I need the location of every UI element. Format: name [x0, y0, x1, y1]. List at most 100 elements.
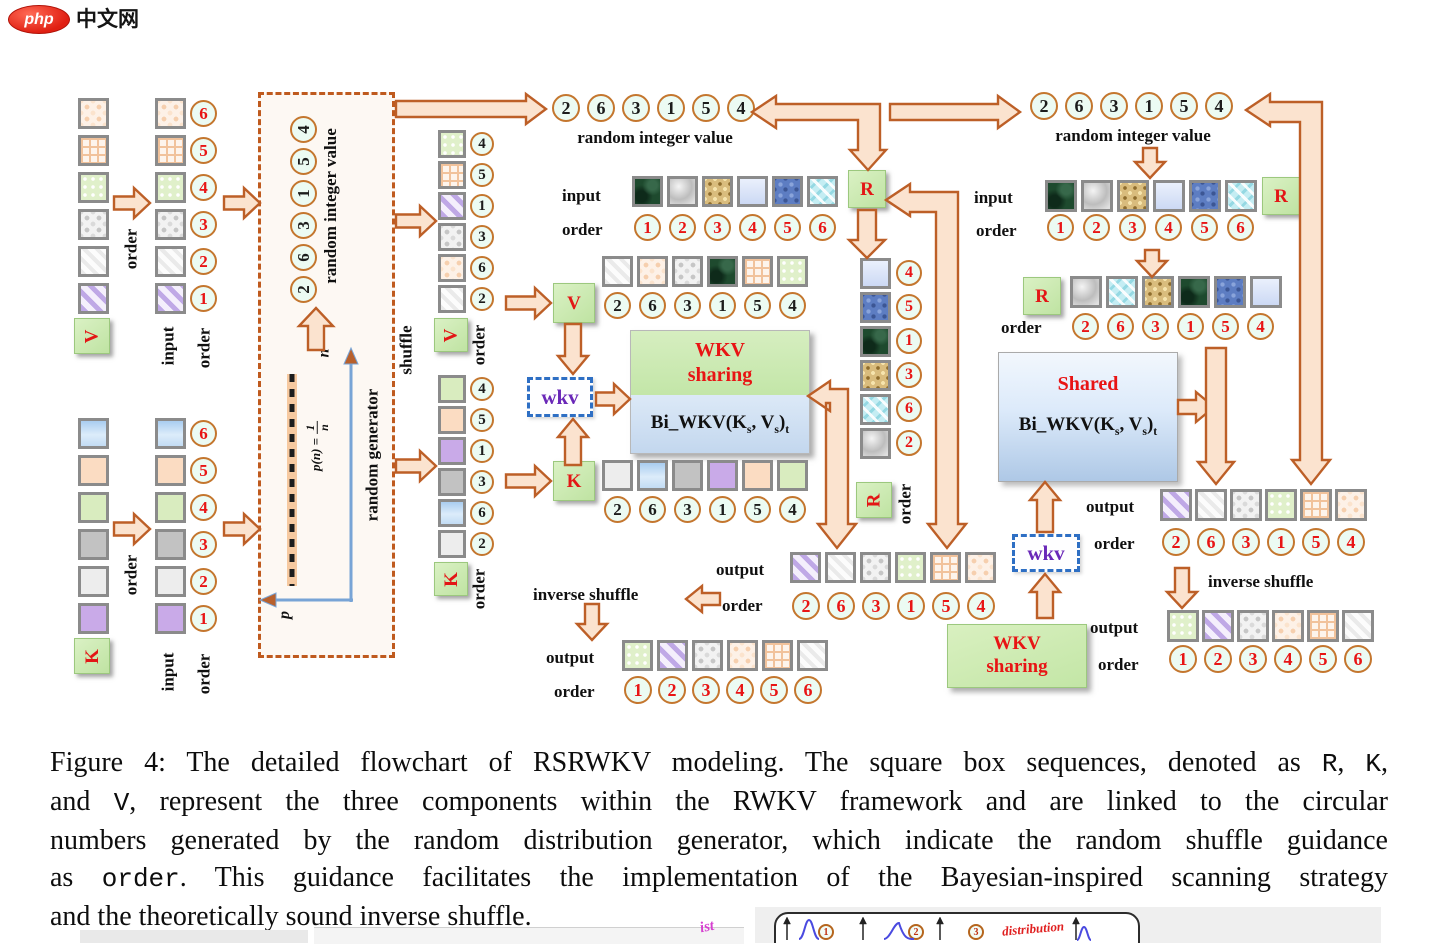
- order-number: 1: [896, 328, 922, 354]
- caption-line: as order. This guidance facilitates the …: [50, 862, 1388, 894]
- seq-square-v-peach: [438, 254, 466, 282]
- p-axis-label: p: [276, 611, 293, 619]
- k-label-box: K: [434, 562, 468, 596]
- order-number: 6: [794, 676, 822, 704]
- seq-square-k-gray: [438, 468, 466, 496]
- order-number: 2: [470, 532, 494, 556]
- order-number: 6: [470, 501, 494, 525]
- r-label-box: R: [1023, 277, 1061, 315]
- seq-square-v-grid: [1300, 489, 1332, 521]
- seq-square-r-pale: [860, 258, 891, 289]
- seq-square-v-white: [602, 256, 633, 287]
- seq-square-r-cyan: [1225, 180, 1257, 212]
- order-number: 6: [827, 592, 855, 620]
- order-label: order: [194, 327, 213, 369]
- php-logo[interactable]: php: [8, 5, 70, 34]
- order-number: 6: [1065, 92, 1093, 120]
- mini-circled-3: 3: [968, 924, 984, 940]
- order-number: 1: [634, 214, 661, 241]
- order-number: 1: [1267, 528, 1295, 556]
- order-number: 1: [190, 285, 217, 312]
- r-label-box: R: [1262, 177, 1300, 215]
- seq-square-r-gold: [702, 176, 733, 207]
- order-number: 1: [470, 439, 494, 463]
- seq-square-v-gray: [155, 209, 186, 240]
- order-number: 5: [760, 676, 788, 704]
- seq-square-k-green: [78, 492, 109, 523]
- seq-square-r-gold: [860, 360, 891, 391]
- r-letter: R: [860, 178, 874, 200]
- seq-square-v-gray: [672, 256, 703, 287]
- frac-denominator: n: [316, 421, 331, 434]
- seq-square-v-green: [1265, 489, 1297, 521]
- order-number: 3: [692, 676, 720, 704]
- seq-square-v-green: [438, 130, 466, 158]
- seq-square-r-cyan: [860, 394, 891, 425]
- inverse-shuffle-label: inverse shuffle: [533, 585, 639, 604]
- order-number: 4: [739, 214, 766, 241]
- order-arrow-label: order: [121, 554, 140, 596]
- seq-square-r-blue: [1189, 180, 1221, 212]
- seq-square-r-silver: [667, 176, 698, 207]
- order-label: order: [1098, 655, 1139, 674]
- order-number: 5: [1170, 92, 1198, 120]
- input-label: input: [974, 188, 1013, 207]
- order-number: 2: [604, 496, 631, 523]
- seq-square-r-green: [707, 256, 738, 287]
- seq-square-r-green: [1045, 180, 1077, 212]
- order-number: 5: [190, 137, 217, 164]
- shared-bi-wkv-box: Shared Bi_WKV(Ks, Vs)t: [998, 352, 1178, 482]
- seq-square-r-pale: [1153, 180, 1185, 212]
- order-label: order: [895, 483, 914, 525]
- seq-square-r-silver: [1070, 276, 1102, 308]
- order-number: 2: [604, 292, 631, 319]
- order-number: 1: [1177, 313, 1204, 340]
- order-number: 1: [709, 496, 736, 523]
- seq-square-v-green: [895, 552, 926, 583]
- order-number: 6: [1344, 645, 1372, 673]
- seq-square-r-gold: [1117, 180, 1149, 212]
- order-number: 2: [290, 276, 317, 303]
- order-number: 1: [897, 592, 925, 620]
- seq-square-r-pale: [737, 176, 768, 207]
- seq-square-v-peach: [637, 256, 668, 287]
- seq-square-k-gray: [155, 529, 186, 560]
- order-number: 3: [190, 211, 217, 238]
- seq-square-k-blue: [637, 460, 668, 491]
- seq-square-v-grid: [438, 161, 466, 189]
- order-number: 4: [779, 496, 806, 523]
- r-letter: R: [863, 493, 885, 507]
- seq-square-v-purple: [1202, 610, 1234, 642]
- seq-square-k-green: [155, 492, 186, 523]
- order-label: order: [194, 653, 213, 695]
- caption-line: Figure 4: The detailed flowchart of RSRW…: [50, 747, 1389, 779]
- k-letter: K: [566, 470, 582, 492]
- v-label-box: V: [434, 318, 468, 352]
- seq-square-v-gray: [78, 209, 109, 240]
- figure-caption: Figure 4: The detailed flowchart of RSRW…: [50, 744, 1388, 935]
- seq-square-v-white: [825, 552, 856, 583]
- order-number: 2: [1030, 92, 1058, 120]
- seq-square-r-blue: [1214, 276, 1246, 308]
- wkv-box: wkv: [527, 377, 593, 417]
- random-integer-value-label: random integer value: [577, 128, 733, 147]
- v-letter: V: [81, 329, 103, 343]
- output-label: output: [1086, 497, 1135, 516]
- order-number: 6: [587, 94, 615, 122]
- order-number: 1: [657, 94, 685, 122]
- order-number: 5: [1191, 214, 1218, 241]
- order-number: 1: [190, 605, 217, 632]
- seq-square-r-gold: [1142, 276, 1174, 308]
- seq-square-k-purple: [438, 437, 466, 465]
- n-axis-label: n: [315, 348, 332, 358]
- order-number: 4: [470, 132, 494, 156]
- order-number: 2: [552, 94, 580, 122]
- seq-square-v-purple: [155, 283, 186, 314]
- k-label-box: K: [74, 638, 110, 674]
- mini-circled-2: 2: [908, 924, 924, 940]
- order-number: 6: [639, 292, 666, 319]
- input-label: input: [158, 652, 177, 692]
